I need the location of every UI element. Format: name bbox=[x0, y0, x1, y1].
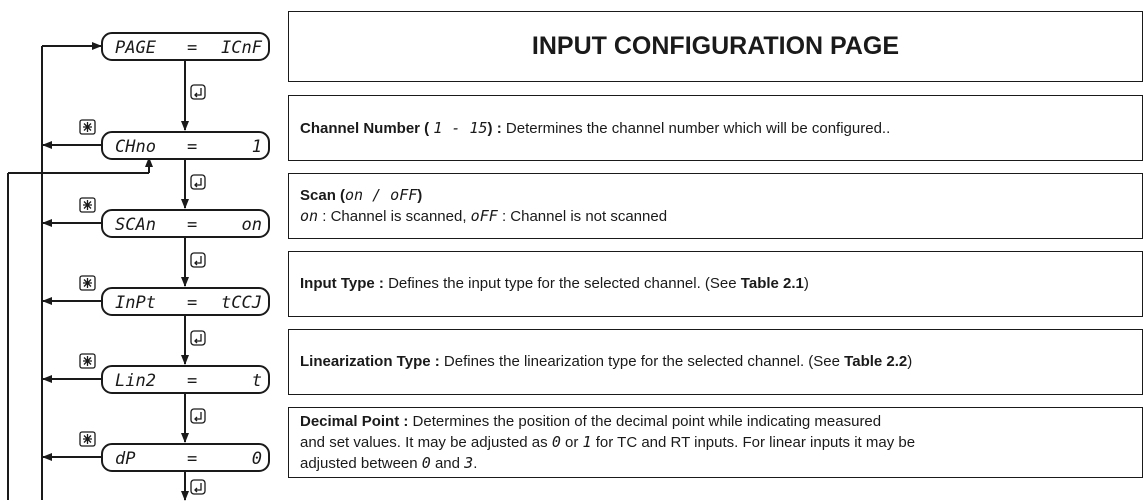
step-value-dp: 0 bbox=[252, 449, 262, 469]
input-type-box: Input Type : Defines the input type for … bbox=[288, 251, 1143, 317]
scan-on-code: on bbox=[300, 207, 319, 225]
linearization-label: Linearization Type : bbox=[300, 353, 440, 370]
channel-number-suffix: ) : bbox=[487, 119, 502, 137]
decimal-point-line1: Determines the position of the decimal p… bbox=[412, 412, 882, 430]
enter-key-icon bbox=[190, 330, 206, 346]
enter-key-icon bbox=[190, 174, 206, 190]
decimal-point-box: Decimal Point : Determines the position … bbox=[288, 407, 1143, 478]
step-eq-inpt: = bbox=[187, 293, 197, 313]
channel-number-description: Determines the channel number which will… bbox=[505, 119, 891, 137]
scan-suffix: ) bbox=[417, 187, 423, 204]
scan-options: on / oFF bbox=[345, 186, 418, 204]
step-name-inpt: InPt bbox=[115, 293, 156, 313]
decimal-point-v1: 1 bbox=[582, 432, 592, 451]
decimal-point-label: Decimal Point : bbox=[300, 412, 409, 430]
enter-key-icon bbox=[190, 479, 206, 495]
input-type-label: Input Type : bbox=[300, 275, 384, 292]
decimal-point-or: or bbox=[565, 433, 579, 451]
step-eq-chno: = bbox=[187, 137, 197, 157]
step-value-page: ICnF bbox=[221, 38, 263, 58]
decimal-point-period: . bbox=[473, 454, 478, 472]
step-eq-page: = bbox=[187, 38, 197, 58]
linearization-ref: Table 2.2 bbox=[844, 353, 908, 370]
step-name-scan: SCAn bbox=[115, 215, 156, 235]
channel-number-range: 1 - 15 bbox=[433, 118, 488, 137]
channel-number-box: Channel Number ( 1 - 15) : Determines th… bbox=[288, 95, 1143, 161]
scan-label: Scan ( bbox=[300, 187, 346, 204]
step-name-dp: dP bbox=[115, 449, 135, 469]
input-type-text: Input Type : Defines the input type for … bbox=[300, 274, 809, 294]
linearization-box: Linearization Type : Defines the lineari… bbox=[288, 329, 1143, 395]
page-title: INPUT CONFIGURATION PAGE bbox=[531, 32, 900, 60]
decimal-point-text: Decimal Point : Determines the position … bbox=[300, 412, 915, 474]
input-type-description: Defines the input type for the selected … bbox=[388, 275, 737, 292]
step-value-inpt: tCCJ bbox=[221, 293, 262, 313]
scan-text: Scan (on / oFF) on : Channel is scanned,… bbox=[300, 185, 667, 227]
scan-off-code: oFF bbox=[470, 207, 498, 225]
asterisk-key-icon bbox=[79, 431, 96, 447]
step-eq-scan: = bbox=[187, 215, 197, 235]
asterisk-key-icon bbox=[79, 353, 96, 369]
step-value-scan: on bbox=[242, 215, 262, 235]
input-type-close: ) bbox=[803, 275, 809, 292]
enter-key-icon bbox=[190, 408, 206, 424]
step-value-lin: t bbox=[252, 371, 262, 391]
scan-off-text: : Channel is not scanned bbox=[501, 208, 668, 225]
asterisk-key-icon bbox=[79, 275, 96, 291]
decimal-point-line2a: and set values. It may be adjusted as bbox=[300, 433, 548, 451]
enter-key-icon bbox=[190, 84, 206, 100]
enter-key-icon bbox=[190, 252, 206, 268]
linearization-text: Linearization Type : Defines the lineari… bbox=[300, 352, 912, 372]
linearization-close: ) bbox=[907, 353, 913, 370]
flow-diagram: PAGE = ICnF CHno = 1 SCAn = on InPt = tC… bbox=[7, 32, 270, 501]
step-name-lin: Lin2 bbox=[115, 371, 156, 391]
asterisk-key-icon bbox=[79, 119, 96, 135]
decimal-point-v2: 0 bbox=[421, 453, 431, 472]
asterisk-key-icon bbox=[79, 197, 96, 213]
linearization-description: Defines the linearization type for the s… bbox=[443, 353, 840, 370]
channel-number-text: Channel Number ( 1 - 15) : Determines th… bbox=[300, 118, 890, 139]
decimal-point-and: and bbox=[434, 454, 460, 472]
step-value-chno: 1 bbox=[252, 137, 262, 157]
channel-number-label: Channel Number ( bbox=[300, 119, 430, 137]
page-title-box: INPUT CONFIGURATION PAGE bbox=[288, 11, 1143, 82]
step-eq-dp: = bbox=[187, 449, 197, 469]
decimal-point-line3a: adjusted between bbox=[300, 454, 418, 472]
input-type-ref: Table 2.1 bbox=[740, 275, 804, 292]
decimal-point-v0: 0 bbox=[551, 432, 561, 451]
decimal-point-line2b: for TC and RT inputs. For linear inputs … bbox=[595, 433, 916, 451]
step-name-chno: CHno bbox=[115, 137, 156, 157]
scan-box: Scan (on / oFF) on : Channel is scanned,… bbox=[288, 173, 1143, 239]
decimal-point-v3: 3 bbox=[464, 453, 474, 472]
step-eq-lin: = bbox=[187, 371, 197, 391]
scan-on-text: : Channel is scanned, bbox=[322, 208, 467, 225]
step-name-page: PAGE bbox=[115, 38, 157, 58]
